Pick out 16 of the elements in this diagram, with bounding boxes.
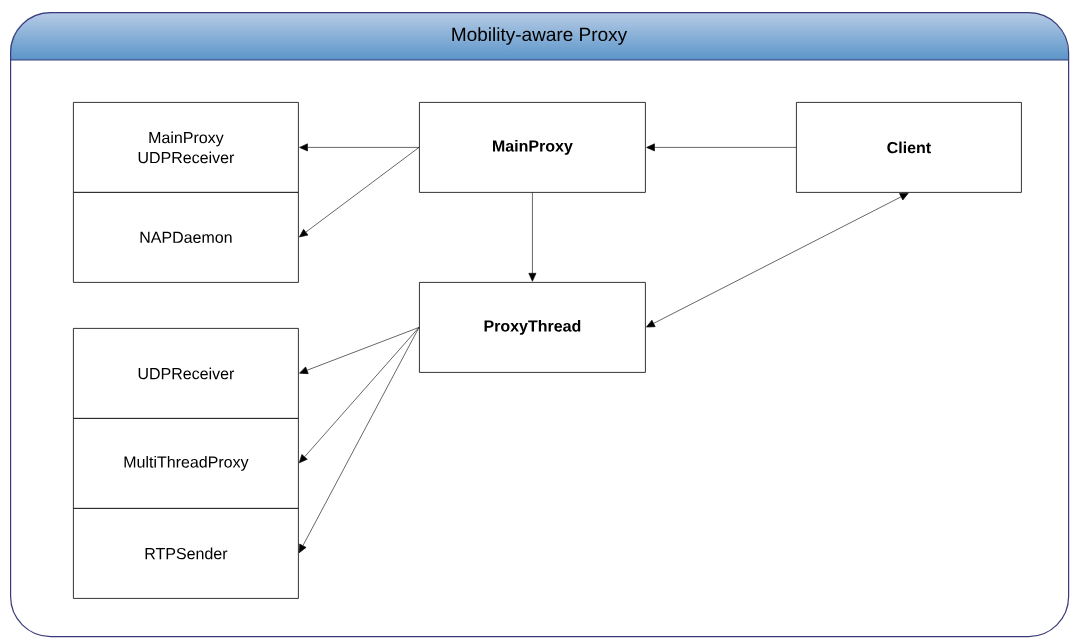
class-box: MultiThreadProxy [73,418,299,509]
class-box: UDPReceiver [73,328,299,419]
arrow [299,327,420,374]
class-box: ProxyThread [419,282,646,373]
class-box: MainProxy [419,102,646,193]
arrow [299,147,420,238]
arrow [298,327,420,554]
arrow [528,192,537,282]
arrow [299,143,420,152]
arrow [646,143,797,152]
class-box: RTPSender [73,508,299,599]
class-box: NAPDaemon [73,192,299,283]
class-box: Client [796,102,1022,193]
class-box: MainProxy UDPReceiver [73,102,299,193]
arrow [646,192,909,328]
arrow [299,327,420,464]
